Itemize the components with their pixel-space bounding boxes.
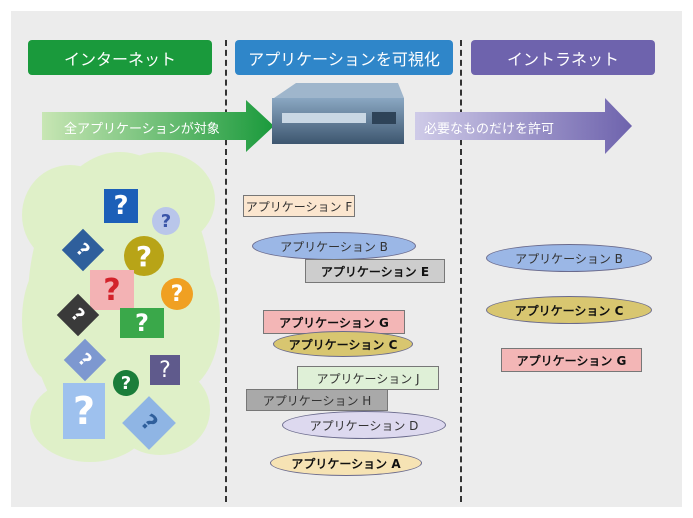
question-mark-icon: ? — [152, 207, 180, 235]
middle-app-e: アプリケーション E — [305, 259, 445, 283]
question-mark-icon: ? — [124, 236, 164, 276]
middle-app-g: アプリケーション G — [263, 310, 405, 334]
separator-right — [460, 40, 462, 502]
question-mark-icon: ? — [104, 189, 138, 223]
left-arrow-label: 全アプリケーションが対象 — [64, 122, 220, 137]
right-arrow — [415, 98, 632, 154]
middle-app-b: アプリケーション B — [252, 232, 416, 260]
right-arrow-label: 必要なものだけを許可 — [424, 122, 555, 137]
middle-app-c: アプリケーション C — [273, 331, 413, 357]
middle-app-h: アプリケーション H — [246, 389, 388, 411]
question-mark-icon: ? — [120, 308, 164, 338]
question-mark-icon: ? — [63, 383, 105, 439]
intranet-header: イントラネット — [471, 40, 655, 75]
visualize-header: アプリケーションを可視化 — [235, 40, 453, 75]
left-arrow — [42, 100, 274, 152]
question-mark-icon: ? — [90, 270, 134, 310]
middle-app-d: アプリケーション D — [282, 411, 446, 439]
right-app-g: アプリケーション G — [501, 348, 642, 372]
appliance-device — [272, 83, 404, 144]
question-mark-icon: ? — [161, 278, 193, 310]
middle-app-a: アプリケーション A — [270, 450, 422, 476]
middle-app-j: アプリケーション J — [297, 366, 439, 390]
question-mark-icon: ? — [113, 370, 139, 396]
right-app-c: アプリケーション C — [486, 296, 652, 324]
question-mark-icon: ? — [150, 355, 180, 385]
middle-app-f: アプリケーション F — [243, 195, 355, 217]
separator-left — [225, 40, 227, 502]
right-app-b: アプリケーション B — [486, 244, 652, 272]
internet-header: インターネット — [28, 40, 212, 75]
